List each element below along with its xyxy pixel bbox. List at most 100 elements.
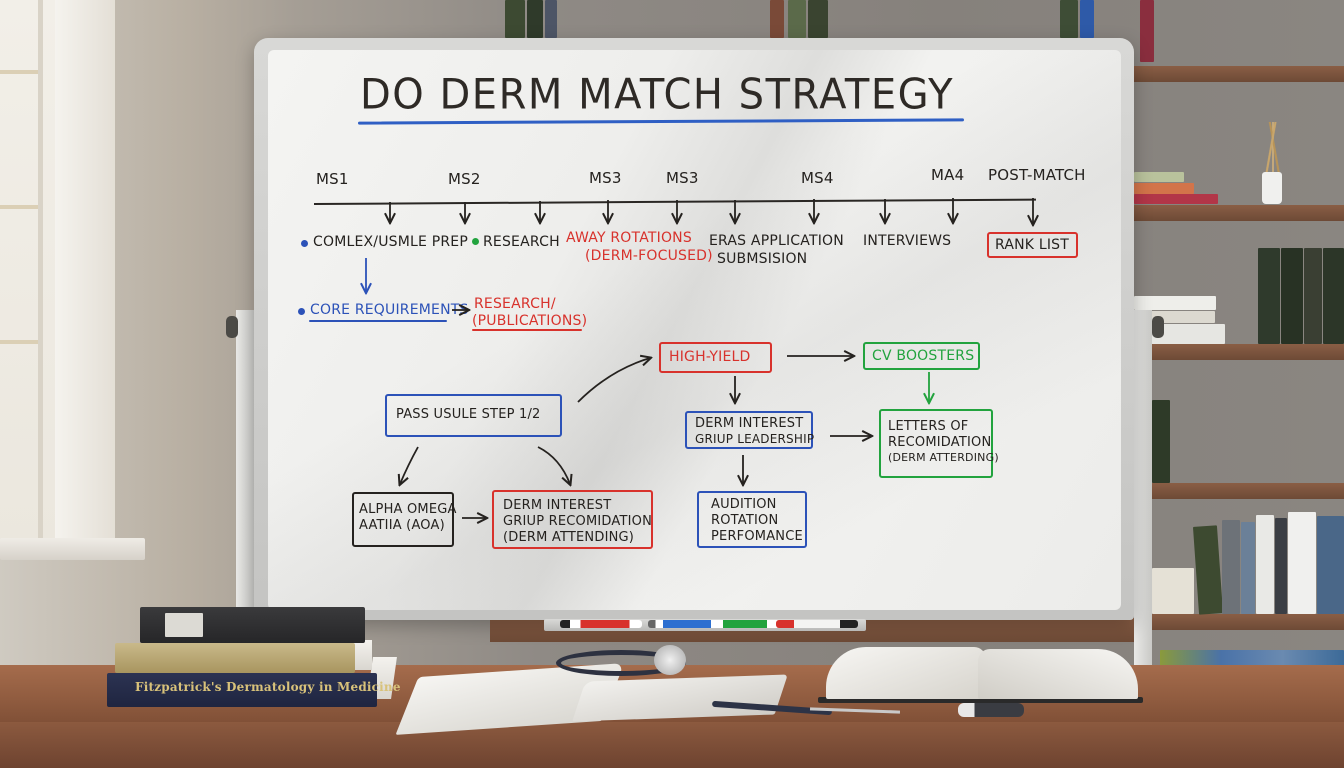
shelf-book [1140, 0, 1154, 62]
marker-red[interactable] [560, 620, 642, 628]
stage-label-ma4: MA4 [931, 166, 965, 184]
window-sill [0, 538, 145, 560]
audition-line2: ROTATION [711, 512, 779, 528]
shelf-box [1152, 568, 1194, 614]
shelf-book [1288, 512, 1316, 614]
window-mullion [38, 0, 43, 545]
research-publications-underline [472, 329, 582, 331]
easel-knob-left[interactable] [226, 316, 238, 338]
shelf-book [1275, 518, 1287, 614]
window-pane-divider [0, 205, 40, 209]
milestone-eras-application-sub: SUBMSISION [717, 251, 808, 267]
core-requirements-label: CORE REQUIREMENTS [310, 302, 469, 318]
shelf-book [1080, 0, 1094, 38]
book-dark [140, 607, 365, 643]
stage-label-ms2: MS2 [448, 170, 481, 188]
research-publications-line2: (PUBLICATIONS) [472, 313, 588, 329]
shelf-book [1241, 522, 1255, 614]
book-page-right [978, 649, 1138, 699]
letters-line2: RECOMIDATION [888, 434, 992, 450]
audition-rotation-box: AUDITION ROTATION PERFOMANCE [697, 491, 807, 548]
dig-rec-line2: GRIUP RECOMIDATION [503, 513, 653, 529]
window-pane-divider [0, 340, 40, 344]
cv-boosters-label: CV BOOSTERS [872, 348, 975, 364]
book-page-right [572, 674, 788, 722]
shelf-book [1317, 516, 1344, 614]
milestone-away-rotations: AWAY ROTATIONS [566, 230, 692, 246]
research-publications-line1: RESEARCH/ [474, 296, 556, 312]
reed-diffuser [1260, 122, 1286, 174]
shelf-book [527, 0, 543, 38]
desk-edge [0, 722, 1344, 768]
letters-of-recommendation-box: LETTERS OF RECOMIDATION (DERM ATTERDING) [879, 409, 999, 478]
stage-label-ms4: MS4 [801, 169, 834, 187]
stage-label-post-match: POST-MATCH [988, 166, 1086, 184]
shelf-board [1152, 344, 1344, 360]
shelf-board [1134, 205, 1344, 221]
letters-line3: (DERM ATTERDING) [888, 450, 999, 464]
penlight-icon [958, 703, 1024, 717]
pass-step-label: PASS USULE STEP 1/2 [396, 407, 541, 422]
shelf-book [1152, 400, 1170, 483]
book-fitzpatrick: Fitzpatrick's Dermatology in Medicine [107, 673, 401, 707]
dig-lead-line1: DERM INTEREST [695, 416, 804, 431]
shelf-book [1134, 183, 1194, 194]
stethoscope-chestpiece [654, 645, 686, 675]
pass-step-box: PASS USULE STEP 1/2 [385, 394, 562, 437]
milestone-comlex-usmle-prep: COMLEX/USMLE PREP [313, 234, 468, 250]
bullet-icon [298, 308, 305, 315]
easel-knob-right[interactable] [1152, 316, 1164, 338]
book-cover [818, 697, 1143, 703]
open-book-right [818, 645, 1143, 705]
cv-boosters-box: CV BOOSTERS [863, 342, 980, 370]
book-page-left [826, 647, 986, 699]
shelf-book [770, 0, 784, 38]
shelf-book [1060, 0, 1078, 38]
vase [1262, 172, 1282, 204]
audition-line3: PERFOMANCE [711, 528, 803, 544]
shelf-board [1152, 614, 1344, 630]
high-yield-box: HIGH-YIELD [659, 342, 772, 373]
aoa-box: ALPHA OMEGA AATIIA (AOA) [352, 492, 457, 547]
marker-green[interactable] [714, 620, 780, 628]
marker-blue[interactable] [648, 620, 722, 628]
rank-list-box: RANK LIST [987, 232, 1078, 258]
shelf-book [1281, 248, 1303, 344]
dig-lead-line2: GRIUP LEADERSHIP [695, 431, 815, 446]
derm-interest-group-recommendation-box: DERM INTEREST GRIUP RECOMIDATION (DERM A… [492, 490, 653, 549]
book-tan [115, 643, 355, 673]
shelf-book [545, 0, 557, 38]
bullet-icon [301, 240, 308, 247]
shelf-books-low [1160, 650, 1344, 668]
milestone-rank-list: RANK LIST [995, 237, 1070, 253]
window-pane-divider [0, 70, 40, 74]
dig-rec-line3: (DERM ATTENDING) [503, 529, 635, 545]
easel-leg-left [236, 310, 254, 610]
milestone-research: RESEARCH [483, 234, 560, 250]
dig-rec-line1: DERM INTEREST [503, 498, 612, 513]
aoa-line2: AATIIA (AOA) [359, 517, 445, 533]
shelf-book [1222, 520, 1240, 614]
shelf-book [788, 0, 806, 38]
high-yield-label: HIGH-YIELD [669, 349, 751, 365]
shelf-board [1134, 66, 1344, 82]
marker-red-2[interactable] [776, 620, 858, 628]
bullet-icon [472, 238, 479, 245]
shelf-book [1323, 248, 1344, 344]
shelf-book [1256, 515, 1274, 614]
stage-label-ms1: MS1 [316, 170, 349, 188]
audition-line1: AUDITION [711, 497, 777, 512]
derm-interest-group-leadership-box: DERM INTEREST GRIUP LEADERSHIP [685, 411, 815, 449]
shelf-book [1258, 248, 1280, 344]
shelf-book [505, 0, 525, 38]
board-title: DO DERM MATCH STRATEGY [360, 70, 955, 120]
window-reveal [55, 0, 115, 545]
milestone-interviews: INTERVIEWS [863, 233, 952, 249]
shelf-book [1134, 172, 1184, 182]
easel-leg-right [1134, 310, 1152, 665]
shelf-book [1304, 248, 1322, 344]
aoa-line1: ALPHA OMEGA [359, 502, 457, 517]
book-label [165, 613, 203, 637]
book-pages [350, 640, 372, 670]
stage-label-ms3: MS3 [589, 169, 622, 187]
